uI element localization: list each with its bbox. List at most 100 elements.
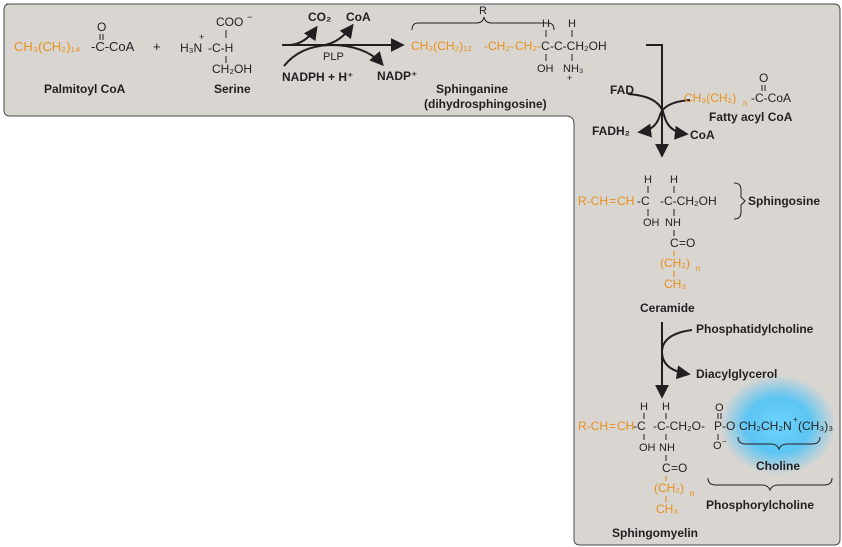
chem-text: OH (643, 217, 660, 229)
coa-label-2: CoA (690, 128, 715, 142)
fad-arrow (627, 93, 689, 140)
chem-text: =O (679, 236, 695, 250)
chem-text: + (199, 32, 204, 42)
chem-text: R-CH (578, 194, 608, 208)
chem-text: CH₃ (664, 277, 686, 291)
fadh2-label: FADH₂ (592, 124, 630, 138)
main-arrow-2 (646, 44, 669, 158)
fatty-acyl-coa: O CH₃(CH₂) n -C-CoA Fatty acyl CoA (684, 71, 793, 124)
choline-chain: CH₂CH₂N (739, 419, 792, 433)
chem-text: O (713, 440, 722, 452)
chem-text: H (662, 401, 670, 413)
chem-text: = (609, 194, 616, 208)
serine-h3n: H₃N (180, 41, 202, 55)
chem-text: n (743, 99, 747, 108)
sphingomyelin: H H O R-CH = CH -C -C-CH₂O- P -O CH₂CH₂N… (578, 375, 836, 540)
plp-label: PLP (323, 51, 344, 63)
chem-text: -O (722, 419, 735, 433)
chem-text: -C (633, 419, 646, 433)
chem-text: C (670, 236, 679, 250)
chem-text: − (247, 12, 252, 22)
choline-bracket (737, 436, 821, 451)
palmitoyl-o: O (97, 20, 106, 34)
chem-text: (CH₃)₃ (798, 419, 833, 433)
reaction-3: Phosphatidylcholine Diacylglycerol (655, 322, 814, 399)
chem-text: (CH₂) (660, 256, 690, 270)
coa-label-1: CoA (346, 10, 371, 24)
chem-text: C (662, 461, 671, 475)
plus-sign: + (153, 39, 161, 54)
chem-text: -CH₂- (484, 39, 514, 53)
phosphatidylcholine-label: Phosphatidylcholine (696, 322, 814, 336)
co2-label: CO₂ (308, 10, 331, 24)
chem-text: -C-CoA (751, 91, 791, 105)
coa-arrow (637, 99, 691, 138)
chem-text: O (715, 402, 724, 414)
fatty-acyl-chain: CH₃(CH₂) (684, 91, 736, 105)
chem-text: -C-CH₂O- (653, 419, 705, 433)
chem-text: -C-CH₂OH (550, 39, 607, 53)
palmitoyl-coa-label: Palmitoyl CoA (44, 82, 126, 96)
phosphorylcholine-label: Phosphorylcholine (706, 498, 814, 512)
nadp-label: NADP⁺ (377, 69, 417, 83)
chem-text: H (640, 401, 648, 413)
palmitoyl-chain: CH₃(CH₂)₁₄ (14, 39, 80, 54)
chem-text: =O (671, 461, 687, 475)
chem-text: CH₂- (515, 39, 541, 53)
pc-dag-arrow (660, 329, 693, 380)
chem-text: NH₃ (563, 63, 583, 75)
chem-text: (CH₂) (654, 481, 684, 495)
reaction-1: CO₂ CoA PLP NADPH + H⁺ NADP⁺ (282, 10, 417, 84)
diacylglycerol-label: Diacylglycerol (696, 367, 777, 381)
chem-text: H (644, 174, 652, 186)
serine-coo: COO (216, 15, 243, 29)
choline-label: Choline (756, 459, 800, 473)
chem-text: CH₃ (656, 502, 678, 516)
sphinganine-chain: CH₃(CH₂)₁₂ (411, 39, 472, 53)
chem-text: NH (665, 217, 681, 229)
chem-text: − (722, 437, 727, 446)
reaction-2: FAD FADH₂ CoA (592, 44, 715, 158)
nadph-arrow (283, 43, 384, 67)
serine-label: Serine (214, 82, 251, 96)
fatty-acyl-coa-label: Fatty acyl CoA (709, 110, 793, 124)
chem-text: + (793, 415, 798, 424)
chem-text: -C-CH₂OH (660, 194, 717, 208)
ceramide-label: Ceramide (640, 301, 695, 315)
sphinganine: R H H CH₃(CH₂)₁₂ -CH₂- CH₂- C -C-CH₂OH O… (411, 5, 607, 111)
r-label: R (479, 5, 487, 17)
sphinganine-label: Sphinganine (436, 82, 508, 96)
sphingomyelin-label: Sphingomyelin (612, 526, 698, 540)
dihydrosphingosine-label: (dihydrosphingosine) (424, 97, 547, 111)
nadph-label: NADPH + H⁺ (282, 70, 353, 84)
chem-text: H (670, 174, 678, 186)
sphingosine-bracket (733, 182, 746, 220)
chem-text: OH (537, 63, 554, 75)
palmitoyl-coa: O CH₃(CH₂)₁₄ -C-CoA Palmitoyl CoA (14, 20, 135, 96)
serine-ch2oh: CH₂OH (212, 62, 252, 76)
chem-text: CH (617, 194, 634, 208)
fad-label: FAD (610, 83, 634, 97)
chem-text: CH (617, 419, 634, 433)
palmitoyl-coa-group: -C-CoA (91, 39, 135, 54)
phosphorylcholine-bracket (707, 477, 833, 492)
serine-ch: -C-H (208, 41, 233, 55)
serine: COO − H₃N + -C-H CH₂OH Serine (180, 12, 252, 96)
chem-text: R-CH (578, 419, 608, 433)
chem-text: NH (659, 442, 675, 454)
co2-release-arrow (289, 25, 318, 46)
panel-background (3, 3, 841, 546)
sphingosine-ceramide: H H R-CH = CH -C -C-CH₂OH Sphingosine OH… (578, 174, 820, 315)
chem-text: H (568, 18, 576, 30)
chem-text: n (696, 264, 700, 273)
chem-text: + (567, 73, 572, 83)
chem-text: P (714, 419, 722, 433)
sphingosine-label: Sphingosine (748, 194, 820, 208)
chem-text: H (542, 18, 550, 30)
choline-glow (720, 375, 836, 475)
chem-text: O (759, 71, 768, 85)
chem-text: n (690, 489, 694, 498)
chem-text: C (541, 39, 550, 53)
chem-text: -C (637, 194, 650, 208)
